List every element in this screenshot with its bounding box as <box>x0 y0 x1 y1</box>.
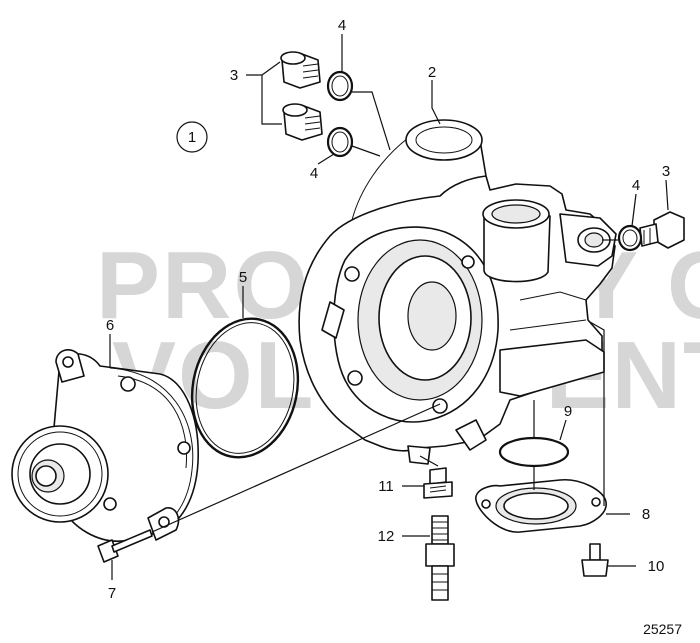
adapter-nipple <box>423 467 453 499</box>
group-marker: 1 <box>176 121 208 153</box>
callout-6: 6 <box>106 317 114 334</box>
plug-right <box>639 211 685 249</box>
callout-2: 2 <box>428 64 436 81</box>
plug-top-upper <box>280 51 321 89</box>
callout-3-right: 3 <box>662 163 670 180</box>
callout-3-top: 3 <box>230 67 238 84</box>
group-marker-label: 1 <box>188 129 196 146</box>
flange-o-ring <box>498 436 570 468</box>
pump-mounting-bolt <box>97 529 153 563</box>
callout-10: 10 <box>648 558 665 575</box>
plug-top-lower <box>282 103 323 141</box>
callout-7: 7 <box>108 585 116 602</box>
housing-o-ring <box>190 317 300 459</box>
flange-gasket <box>475 479 607 533</box>
callout-11: 11 <box>378 478 394 495</box>
callout-12: 12 <box>378 528 395 545</box>
seal-ring-top-lower <box>326 126 354 158</box>
callouts: 2 3 4 4 4 3 5 6 7 8 9 10 11 12 <box>106 17 670 602</box>
callout-4-mid: 4 <box>310 165 318 182</box>
pump-housing <box>298 119 617 465</box>
leader-lines <box>109 34 669 580</box>
flange-bolt <box>581 543 609 577</box>
figure-number: 25257 <box>643 621 682 637</box>
pump-impeller-assembly <box>11 349 199 542</box>
callout-4-right: 4 <box>632 177 640 194</box>
callout-4-top: 4 <box>338 17 346 34</box>
temperature-sensor <box>425 515 455 601</box>
seal-ring-top-upper <box>326 70 354 102</box>
callout-5: 5 <box>239 269 247 286</box>
callout-8: 8 <box>642 506 650 523</box>
seal-ring-right <box>617 224 643 252</box>
callout-9: 9 <box>564 403 572 420</box>
